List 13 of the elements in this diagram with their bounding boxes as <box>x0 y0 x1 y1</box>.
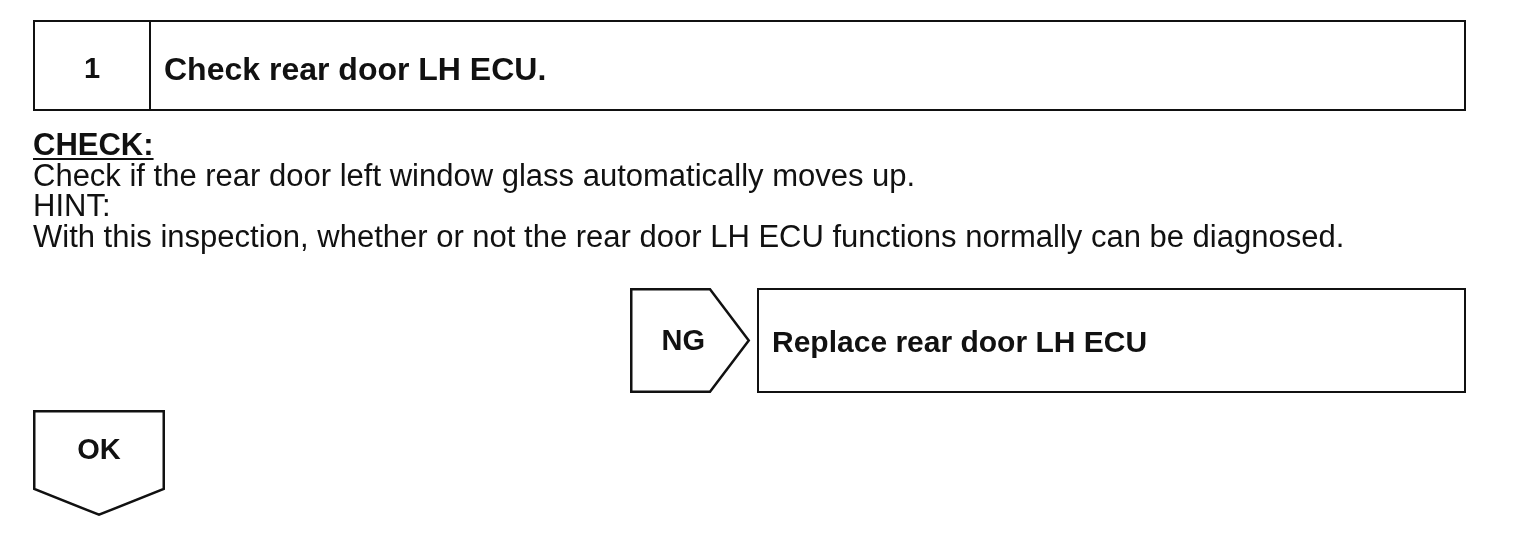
step-title: Check rear door LH ECU. <box>164 50 547 87</box>
step-number: 1 <box>83 52 101 85</box>
section-heading: HINT: <box>33 191 111 222</box>
step-header-box <box>33 20 1466 111</box>
instruction-text: With this inspection, whether or not the rear door LH ECU functions normally can be diagnosed. <box>33 221 1345 252</box>
result-label: OK <box>77 433 121 466</box>
result-label: NG <box>661 324 706 357</box>
right-pointing-tab <box>630 288 750 393</box>
action-text: Replace rear door LH ECU <box>772 324 1148 359</box>
down-pointing-tab <box>33 410 165 516</box>
instruction-text: Check if the rear door left window glass automatically moves up. <box>33 160 916 191</box>
action-box <box>757 288 1466 393</box>
section-heading: CHECK: <box>33 130 154 161</box>
